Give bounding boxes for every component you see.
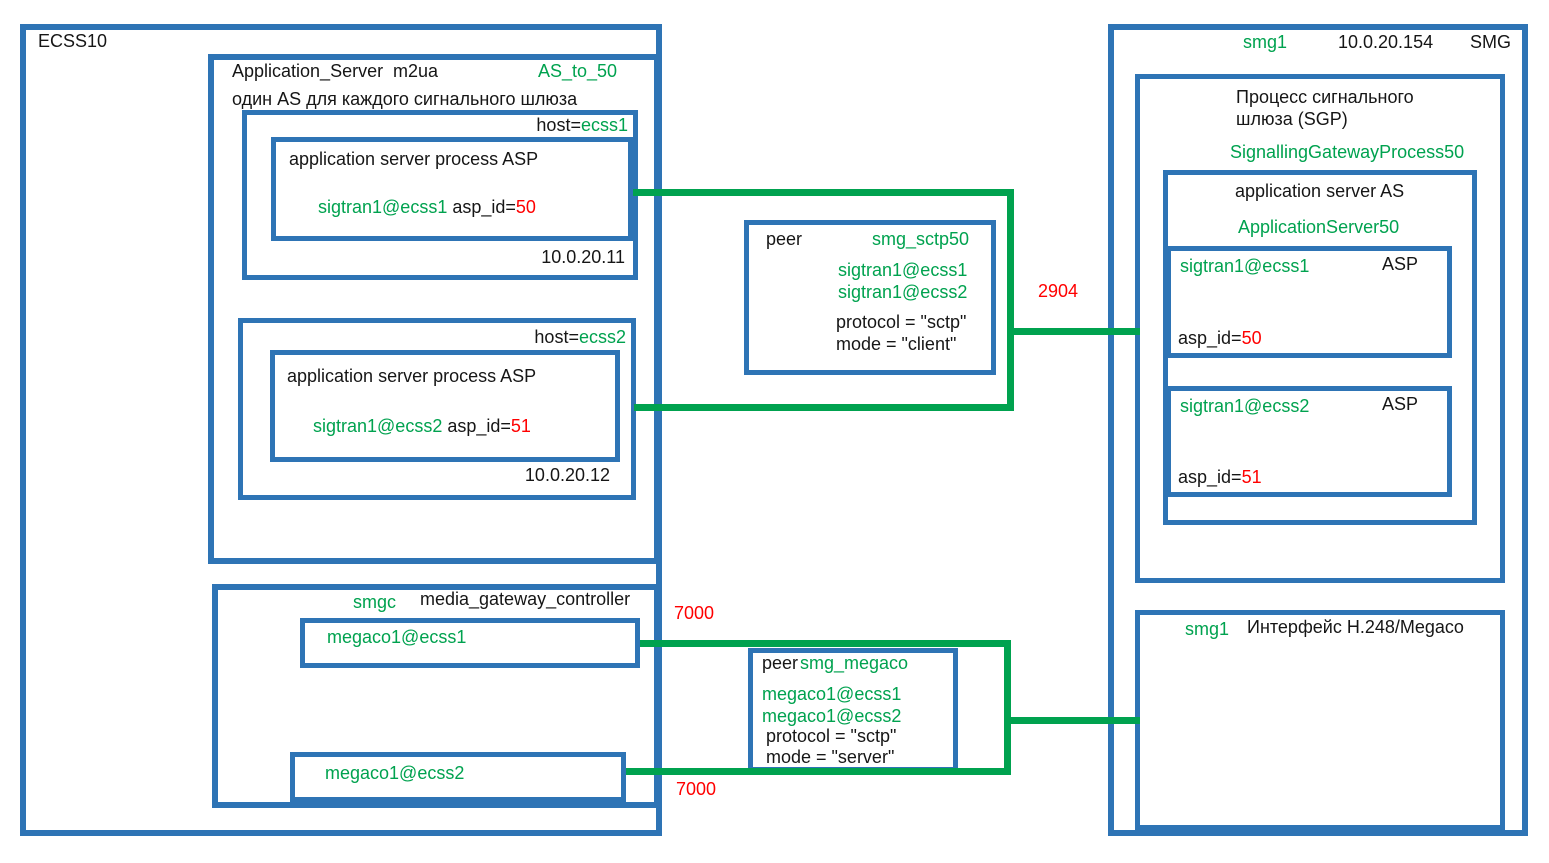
sctp-link-line-bottom [634,404,1014,411]
asp-ecss2-box [270,350,620,462]
smg-as-name: ApplicationServer50 [1238,217,1400,237]
asp-id-value: 51 [510,416,531,436]
megaco1-ecss2-box [290,752,626,802]
peer-megaco-endpoint-1: megaco1@ecss1 [762,684,902,704]
host-label: host= [536,115,581,135]
smg-name: smg1 [1243,32,1288,52]
megaco-link-line-vertical [1004,640,1011,775]
sctp-link-line-top [633,189,1014,196]
sctp-port-label: 2904 [1038,281,1079,301]
asp-endpoint: sigtran1@ecss1 [318,197,448,217]
asp-ecss1-box [271,137,633,241]
host-label: host= [534,327,579,347]
megaco1-ecss1-box [300,618,640,668]
host-ecss2-ip: 10.0.20.12 [524,465,610,485]
host-ecss1-label: host=ecss1 [536,115,628,136]
peer-sctp-mode: mode = "client" [836,334,957,354]
asp-ecss1-title: application server process ASP [289,149,539,169]
peer-megaco-protocol: protocol = "sctp" [766,726,897,746]
application-server-link-name: AS_to_50 [538,61,618,81]
peer-megaco-name: smg_megaco [800,653,909,673]
mgc-name: smgc [353,592,397,612]
media-gateway-controller-box [212,584,660,808]
sctp-link-line-vertical [1007,189,1014,411]
peer-megaco-endpoint-2: megaco1@ecss2 [762,706,902,726]
asp-ecss2-title: application server process ASP [287,366,537,386]
smg-asp1-endpoint: sigtran1@ecss1 [1180,256,1310,276]
smg-asp2-id-line: asp_id=51 [1178,467,1262,488]
peer-megaco-mode: mode = "server" [766,747,895,767]
peer-sctp-endpoint-1: sigtran1@ecss1 [838,260,968,280]
asp-id-label: asp_id= [1178,328,1242,348]
smg-as-title: application server AS [1235,181,1405,201]
asp-id-value: 50 [515,197,536,217]
smg-megaco-name: smg1 [1185,619,1230,639]
peer-sctp-box [744,220,996,375]
smg-megaco-title: Интерфейс H.248/Megaco [1247,617,1464,637]
host-value: ecss1 [580,115,628,135]
mgc-title: media_gateway_controller [420,589,631,609]
smg-box [1108,24,1528,836]
peer-megaco-label: peer [762,653,799,673]
smg-asp1-id-line: asp_id=50 [1178,328,1262,349]
sctp-link-line-to-smg [1010,328,1140,335]
host-value: ecss2 [578,327,626,347]
application-server-box [208,54,660,564]
asp-ecss1-id-line: sigtran1@ecss1 asp_id=50 [318,197,536,218]
asp-endpoint: sigtran1@ecss2 [313,416,443,436]
peer-sctp-name: smg_sctp50 [872,229,970,249]
asp-id-value: 51 [1241,467,1262,487]
smg-asp2-endpoint: sigtran1@ecss2 [1180,396,1310,416]
smg-label: SMG [1470,32,1512,52]
ecss10-label: ECSS10 [38,31,108,51]
smg-asp1-role: ASP [1382,254,1419,274]
peer-sctp-endpoint-2: sigtran1@ecss2 [838,282,968,302]
sgp-name: SignallingGatewayProcess50 [1230,142,1465,162]
megaco-link-line-bottom [626,768,1011,775]
asp-ecss2-id-line: sigtran1@ecss2 asp_id=51 [313,416,531,437]
smg-application-server-box [1163,170,1477,525]
smg-asp2-role: ASP [1382,394,1419,414]
asp-id-label: asp_id= [1178,467,1242,487]
host-ecss2-label: host=ecss2 [534,327,626,348]
sgp-title-line2: шлюза (SGP) [1236,109,1348,129]
megaco1-ecss2-label: megaco1@ecss2 [325,763,465,783]
asp-id-label: asp_id= [447,197,516,217]
application-server-note: один AS для каждого сигнального шлюза [232,89,578,109]
smg-ip: 10.0.20.154 [1338,32,1434,52]
peer-sctp-label: peer [766,229,803,249]
megaco-port-label-bottom: 7000 [676,779,717,799]
smg-asp1-box [1166,246,1452,358]
megaco-link-line-top [640,640,1011,647]
application-server-name: Application_Server [232,61,384,81]
host-ecss1-ip: 10.0.20.11 [541,247,625,267]
smg-megaco-interface-box [1135,610,1505,830]
asp-id-label: asp_id= [442,416,511,436]
megaco-port-label-top: 7000 [674,603,715,623]
application-server-protocol: m2ua [393,61,439,81]
peer-sctp-protocol: protocol = "sctp" [836,312,967,332]
megaco1-ecss1-label: megaco1@ecss1 [327,627,467,647]
megaco-link-line-to-smg [1007,717,1140,724]
sgp-title-line1: Процесс сигнального [1236,87,1414,107]
smg-asp2-box [1166,386,1452,497]
asp-id-value: 50 [1241,328,1262,348]
host-ecss2-box [238,318,636,500]
